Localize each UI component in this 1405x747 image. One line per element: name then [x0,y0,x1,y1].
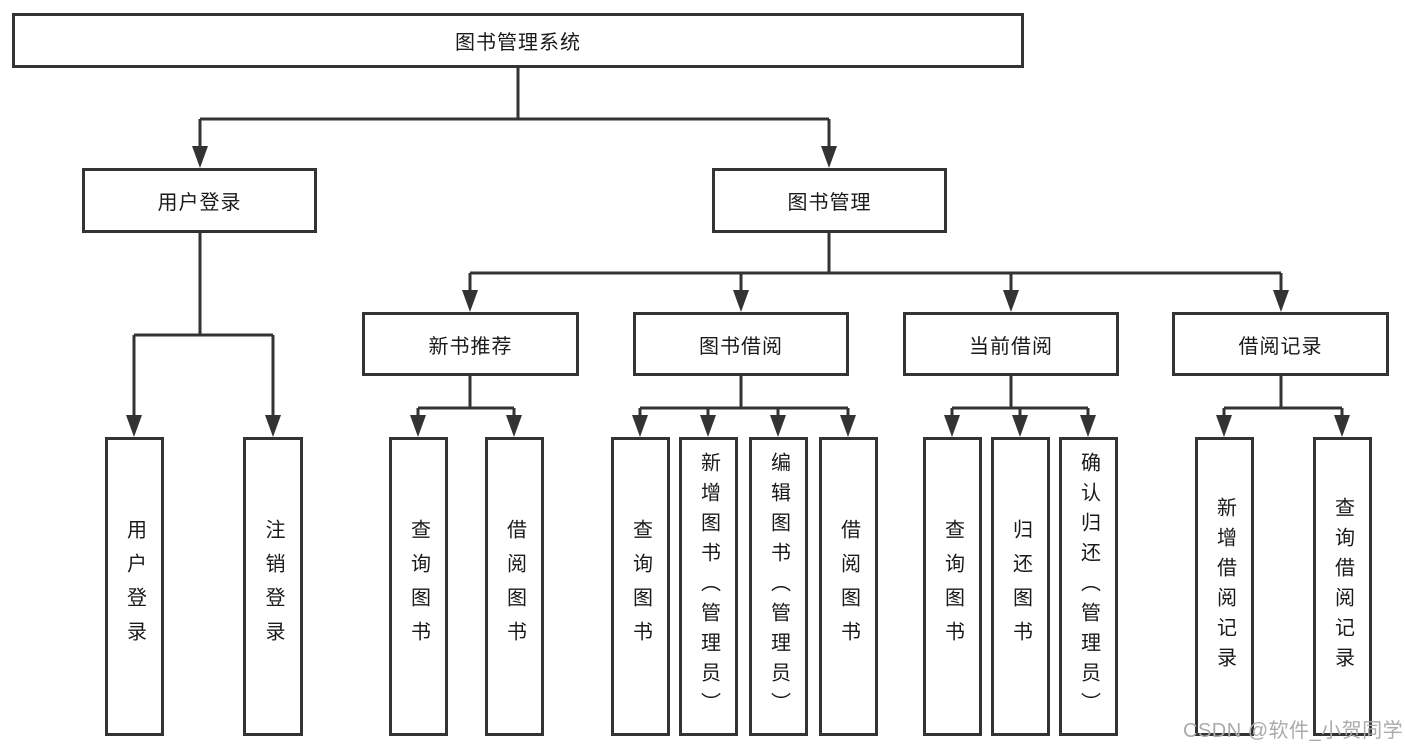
node-root-label: 图书管理系统 [455,32,581,54]
node-root: 图书管理系统 [12,13,1024,68]
leaf-confirm-return-admin-label: 确认归还（管理员） [1077,451,1100,722]
leaf-edit-books-admin-label: 编辑图书（管理员） [767,451,790,722]
node-book-management: 图书管理 [712,168,947,233]
node-user-login: 用户登录 [82,168,317,233]
leaf-return-books-label: 归还图书 [1009,518,1032,655]
leaf-borrow-books-2: 借阅图书 [819,437,878,736]
leaf-query-books-3-label: 查询图书 [941,518,964,655]
leaf-borrow-books-2-label: 借阅图书 [837,518,860,655]
node-book-borrow: 图书借阅 [633,312,849,376]
leaf-user-login-label: 用户登录 [123,518,146,655]
node-borrow-records-label: 借阅记录 [1238,335,1323,358]
leaf-confirm-return-admin: 确认归还（管理员） [1059,437,1118,736]
leaf-return-books: 归还图书 [991,437,1050,736]
leaf-query-borrow-record-label: 查询借阅记录 [1331,496,1354,677]
leaf-add-books-admin-label: 新增图书（管理员） [697,451,720,722]
leaf-edit-books-admin: 编辑图书（管理员） [749,437,808,736]
leaf-logout: 注销登录 [243,437,303,736]
leaf-query-books-2: 查询图书 [611,437,670,736]
node-book-borrow-label: 图书借阅 [699,335,783,358]
leaf-logout-label: 注销登录 [262,518,284,655]
node-current-borrow: 当前借阅 [903,312,1119,376]
leaf-add-borrow-record: 新增借阅记录 [1195,437,1254,736]
node-new-book-recommend-label: 新书推荐 [428,335,513,358]
leaf-borrow-books-1-label: 借阅图书 [503,518,526,655]
node-book-management-label: 图书管理 [787,192,872,214]
leaf-add-books-admin: 新增图书（管理员） [679,437,738,736]
leaf-add-borrow-record-label: 新增借阅记录 [1213,496,1236,677]
leaf-query-books-1-label: 查询图书 [407,518,430,655]
leaf-query-books-2-label: 查询图书 [629,518,652,655]
node-current-borrow-label: 当前借阅 [969,335,1053,358]
leaf-query-books-1: 查询图书 [389,437,448,736]
leaf-query-books-3: 查询图书 [923,437,982,736]
node-borrow-records: 借阅记录 [1172,312,1389,376]
csdn-watermark: CSDN @软件_小贺同学 [1183,720,1404,742]
node-new-book-recommend: 新书推荐 [362,312,579,376]
leaf-query-borrow-record: 查询借阅记录 [1313,437,1372,736]
node-user-login-label: 用户登录 [157,192,242,214]
leaf-borrow-books-1: 借阅图书 [485,437,544,736]
leaf-user-login: 用户登录 [105,437,164,736]
